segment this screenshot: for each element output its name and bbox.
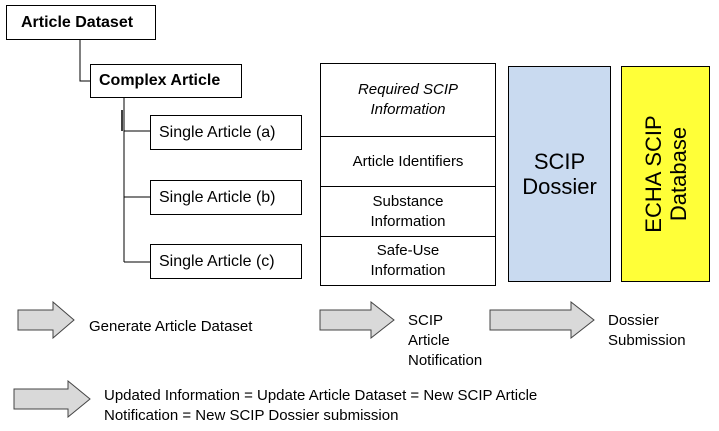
note-line2: Notification = New SCIP Dossier submissi… [104,407,399,424]
complex-article-box: Complex Article [90,64,242,98]
arrow-generate-icon [17,301,75,339]
submission-line1: Dossier [608,312,659,329]
arrow-notification-icon [319,301,395,339]
arrow-submission-icon [489,301,595,339]
scip-information-heading: Required SCIP Information [321,64,495,137]
single-article-b-box: Single Article (b) [150,180,302,215]
safe-use-line1: Safe-Use [376,242,440,259]
note-line1: Updated Information = Update Article Dat… [104,387,538,404]
article-dataset-label: Article Dataset [21,13,134,31]
dossier-submission-label: Dossier Submission [608,311,686,351]
single-article-a-box: Single Article (a) [150,115,302,150]
notification-line1: SCIP [408,312,444,329]
single-article-b-label: Single Article (b) [159,188,276,206]
article-identifiers-label: Article Identifiers [352,152,464,170]
complex-article-label: Complex Article [99,72,221,89]
submission-line2: Submission [608,332,686,349]
echa-scip-database-box: ECHA SCIP Database [621,66,710,282]
substance-information-cell: Substance Information [321,187,495,237]
article-identifiers-cell: Article Identifiers [321,137,495,187]
arrow-updated-information-icon [13,380,91,418]
scip-article-notification-label: SCIP Article Notification [408,311,482,371]
single-article-c-label: Single Article (c) [159,252,275,270]
updated-information-note: Updated Information = Update Article Dat… [104,386,537,426]
scip-information-table: Required SCIP Information Article Identi… [320,63,496,286]
single-article-a-label: Single Article (a) [159,123,276,141]
substance-line1: Substance [372,192,444,210]
database-line2: Database [665,126,691,222]
notification-line2: Article [408,332,450,349]
connector-dataset-to-complex [79,40,90,82]
notification-line3: Notification [408,352,483,369]
generate-article-dataset-label: Generate Article Dataset [89,318,253,335]
safe-use-line2: Information [370,262,446,279]
scip-dossier-box: SCIP Dossier [508,66,611,282]
article-dataset-box: Article Dataset [6,5,156,40]
single-article-c-box: Single Article (c) [150,244,302,279]
dossier-line1: SCIP [533,149,586,174]
safe-use-information-cell: Safe-Use Information [321,237,495,285]
scip-heading-line1: Required SCIP [357,81,459,98]
substance-line2: Information [370,212,446,230]
scip-heading-line2: Information [370,101,446,118]
database-line1: ECHA SCIP [640,115,666,233]
dossier-line2: Dossier [522,174,597,199]
